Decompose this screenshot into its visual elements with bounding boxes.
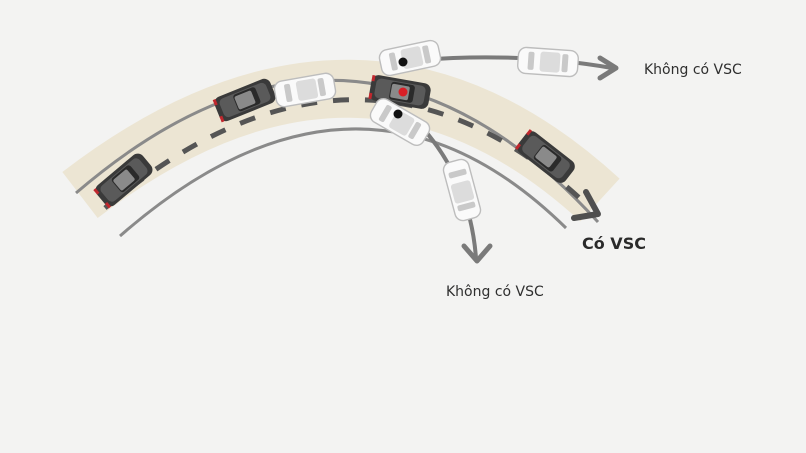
trajectory-without-vsc-top	[419, 55, 613, 70]
label-with-vsc: Có VSC	[582, 234, 646, 253]
car-icon	[440, 156, 484, 224]
car-icon	[516, 46, 580, 78]
marker-red	[398, 87, 408, 97]
marker-black	[398, 57, 408, 67]
label-without-vsc-top: Không có VSC	[644, 62, 742, 78]
marker-black	[393, 109, 403, 119]
label-without-vsc-bottom: Không có VSC	[446, 284, 544, 300]
road-inner-edge	[119, 127, 568, 238]
arrow-with-vsc-icon	[571, 189, 601, 221]
arrow-right-icon	[597, 55, 619, 81]
arrow-down-icon	[461, 243, 493, 264]
